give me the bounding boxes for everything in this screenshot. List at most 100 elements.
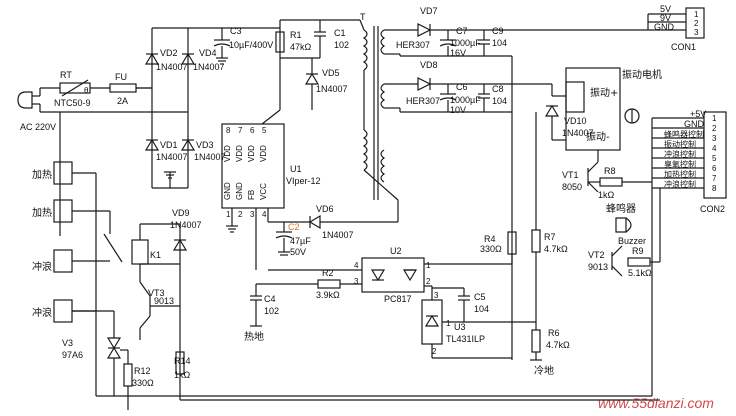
diode-vd9	[172, 238, 188, 251]
surf-box-2	[53, 299, 73, 323]
u1-vdd7: VDD	[235, 145, 244, 162]
c8-ref: C8	[492, 84, 504, 94]
con1-line-gnd: GND	[654, 22, 675, 32]
con2-pin3: 3	[712, 134, 717, 143]
motor-label-1: 振动电机	[622, 68, 662, 81]
regulator-u3	[421, 299, 443, 345]
u2-pin1: 1	[426, 261, 431, 270]
c2-ref: C2	[288, 222, 300, 232]
u1-pin8: 8	[226, 126, 231, 135]
surf-label-1: 冲浪	[32, 260, 52, 273]
transformer-t	[362, 26, 386, 200]
con2-pin5: 5	[712, 154, 717, 163]
c2-value1: 47µF	[290, 236, 311, 246]
u1-ref: U1	[290, 164, 302, 174]
r14-ref: R14	[174, 356, 191, 366]
con1-ref: CON1	[671, 42, 696, 52]
capacitor-c2	[275, 222, 293, 256]
surf-label-2: 冲浪	[32, 306, 52, 319]
r2-ref: R2	[322, 268, 334, 278]
heater-box-1	[53, 161, 73, 185]
fuse-fu	[109, 83, 137, 93]
resistor-r8	[599, 177, 623, 187]
c5-value: 104	[474, 304, 489, 314]
r9-value: 5.1kΩ	[628, 268, 652, 278]
vd9-ref: VD9	[172, 208, 190, 218]
vt2-value: 9013	[588, 262, 608, 272]
ac-input-label: AC 220V	[20, 122, 56, 132]
vd8-value: HER307	[406, 96, 440, 106]
vd8-ref: VD8	[420, 60, 438, 70]
watermark-text: www.55dianzi.com	[598, 395, 714, 411]
con2-pin2: 2	[712, 124, 717, 133]
diode-vd10	[544, 104, 560, 117]
u2-pin4: 4	[354, 261, 359, 270]
heater-label-2: 加热	[32, 206, 52, 219]
vd10-value: 1N4007	[562, 128, 594, 138]
vd4-value: 1N4007	[193, 62, 225, 72]
con2-pin4: 4	[712, 144, 717, 153]
con2-ref: CON2	[700, 204, 725, 214]
resistor-r12	[123, 363, 133, 387]
c1-value: 102	[334, 40, 349, 50]
relay-k1	[103, 211, 149, 265]
fu-value: 2A	[117, 96, 128, 106]
u1-vdd5: VDD	[259, 145, 268, 162]
capacitor-c7	[439, 30, 457, 56]
resistor-r2	[317, 279, 341, 289]
diode-vd1	[144, 138, 160, 151]
r12-ref: R12	[134, 366, 151, 376]
c3-value: 10µF/400V	[229, 40, 273, 50]
diode-vd5	[304, 58, 320, 110]
c7-value2: 16V	[450, 48, 466, 58]
motor-plus-label: 振动+	[590, 86, 618, 99]
con1-line-9v: 9V	[660, 13, 671, 23]
r2-value: 3.9kΩ	[316, 290, 340, 300]
con2-pin8: 8	[712, 184, 717, 193]
vt1-value: 8050	[562, 182, 582, 192]
u1-gnd1: GND	[223, 182, 232, 200]
u1-gnd2: GND	[235, 182, 244, 200]
c9-value: 104	[492, 38, 507, 48]
capacitor-c9	[478, 30, 490, 56]
u2-pin3: 3	[354, 277, 359, 286]
con1-pin3: 3	[694, 28, 699, 37]
buzzer-ref: Buzzer	[618, 236, 646, 246]
diode-vd2	[144, 52, 160, 65]
u1-vdd6: VDD	[247, 145, 256, 162]
capacitor-c5	[432, 287, 470, 322]
vd10-ref: VD10	[564, 116, 587, 126]
con2-line-5: 冲浪控制	[664, 149, 696, 159]
v3-ref: V3	[62, 338, 73, 348]
motor-icon	[624, 108, 640, 124]
r8-ref: R8	[604, 166, 616, 176]
r14-value: 1kΩ	[174, 370, 191, 380]
vd5-ref: VD5	[322, 68, 340, 78]
r6-value: 4.7kΩ	[546, 340, 570, 350]
u1-part: VIper-12	[286, 176, 321, 186]
capacitor-c4	[250, 284, 262, 326]
transistor-vt1	[587, 150, 599, 193]
vd6-value: 1N4007	[322, 230, 354, 240]
resistor-r9	[627, 257, 651, 267]
vd5-value: 1N4007	[316, 84, 348, 94]
c6-value1: 1000µF	[450, 95, 481, 105]
u2-ref: U2	[390, 246, 402, 256]
vt2-ref: VT2	[588, 250, 605, 260]
vd2-ref: VD2	[160, 48, 178, 58]
rt-ref: RT	[60, 70, 72, 80]
diode-vd7	[417, 23, 432, 37]
rt-value: NTC50-9	[54, 98, 91, 108]
vt1-ref: VT1	[562, 170, 579, 180]
con2-line-6: 臭氧控制	[664, 159, 696, 169]
ground-bridge	[164, 171, 176, 188]
capacitor-c3	[213, 28, 231, 65]
u1-pin4: 4	[262, 210, 267, 219]
resistor-r14	[175, 351, 185, 375]
r8-value: 1kΩ	[598, 190, 615, 200]
c1-ref: C1	[334, 28, 346, 38]
k1-ref: K1	[150, 250, 161, 260]
c7-value1: 1000µF	[450, 38, 481, 48]
capacitor-c1	[314, 20, 326, 58]
u1-pin7: 7	[238, 126, 243, 135]
